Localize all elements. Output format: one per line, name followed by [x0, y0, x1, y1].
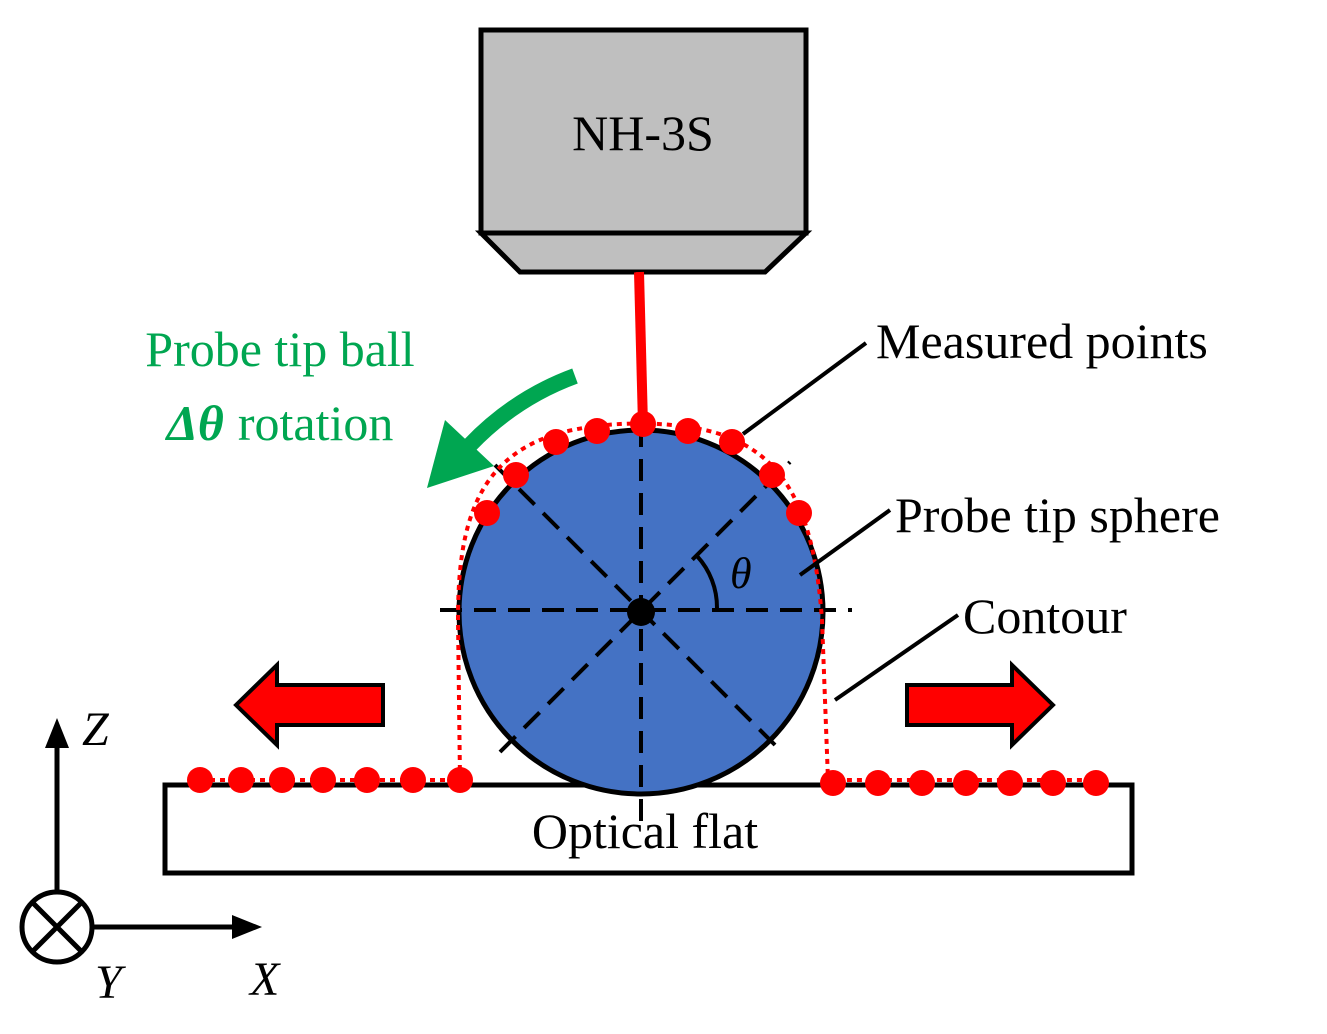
stylus	[634, 271, 648, 426]
measured-point	[228, 767, 254, 793]
optical-flat-block	[162, 782, 1135, 876]
x-axis-label: X	[248, 953, 281, 1006]
measured-points-label: Measured points	[876, 313, 1208, 369]
contour-leader	[833, 613, 960, 702]
z-axis-arrowhead	[45, 718, 69, 748]
delta-theta-symbol: Δθ	[165, 395, 224, 451]
optical-flat: Optical flat	[162, 782, 1135, 876]
measured-point	[400, 767, 426, 793]
measured-point	[447, 767, 473, 793]
measured-point	[354, 767, 380, 793]
y-axis-label: Y	[95, 956, 126, 1009]
rotation-caption-line1: Probe tip ball	[145, 321, 414, 377]
measured-point	[719, 429, 745, 455]
measured-point	[820, 770, 846, 796]
measured-point	[1040, 770, 1066, 796]
rotation-word: rotation	[238, 395, 394, 451]
measured-point	[630, 411, 656, 437]
rotation-arrow-head	[427, 420, 494, 488]
rotation-arrow	[427, 368, 578, 488]
optical-flat-label: Optical flat	[532, 803, 758, 859]
probe-device: NH-3S	[474, 27, 813, 275]
probe-tip-sphere-label: Probe tip sphere	[895, 487, 1220, 543]
measured-point	[543, 429, 569, 455]
x-axis-arrowhead	[232, 915, 262, 939]
rotation-arrow-shaft	[464, 368, 578, 451]
measured-point	[187, 767, 213, 793]
probe-tip-sphere-leader	[798, 508, 892, 577]
y-axis-into-page-icon	[19, 889, 95, 965]
z-axis-label: Z	[82, 703, 110, 756]
measured-point	[675, 418, 701, 444]
device-taper	[474, 230, 813, 275]
measured-point	[474, 500, 500, 526]
measured-point	[909, 770, 935, 796]
measured-point	[759, 462, 785, 488]
measured-points-leader	[741, 341, 868, 436]
measured-point	[865, 770, 891, 796]
right-scan-arrow	[905, 660, 1056, 750]
measured-points	[187, 411, 1109, 796]
sphere-center	[627, 598, 655, 626]
contour-label: Contour	[963, 588, 1127, 644]
device-label: NH-3S	[572, 105, 714, 161]
measured-point	[786, 500, 812, 526]
device-body	[478, 27, 809, 236]
measured-point	[953, 770, 979, 796]
probe-tip-sphere: θ	[440, 425, 852, 828]
measured-point	[1083, 770, 1109, 796]
measured-point	[997, 770, 1023, 796]
measured-point	[310, 767, 336, 793]
coordinate-axes: Z X Y	[19, 703, 281, 1009]
measured-point	[269, 767, 295, 793]
theta-symbol: θ	[730, 549, 752, 598]
measured-point	[584, 418, 610, 444]
measured-point	[503, 462, 529, 488]
theta-arc	[695, 554, 720, 609]
left-scan-arrow	[233, 660, 385, 750]
